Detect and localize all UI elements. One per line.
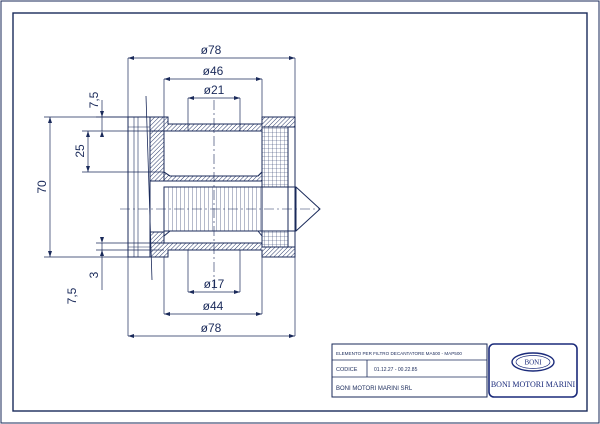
dimension-d46: ø46 xyxy=(203,64,224,78)
code-label: CODICE xyxy=(336,367,358,373)
company-logo: BONI BONI MOTORI MARINI xyxy=(488,343,578,398)
housing-left-wall-top xyxy=(149,130,165,182)
logo-emblem-icon xyxy=(511,352,555,372)
dimension-70: 70 xyxy=(35,180,49,194)
filter-mesh-top xyxy=(261,126,289,188)
title-block: ELEMENTO PER FILTRO DECANTATORE MA500 - … xyxy=(331,343,488,398)
logo-emblem-text: BONI xyxy=(524,359,542,367)
part-drawing xyxy=(120,95,321,290)
housing-left-wall-bottom xyxy=(149,231,165,244)
shaft-cone xyxy=(262,186,321,232)
dimension-d78-top: ø78 xyxy=(201,43,222,57)
ribbed-shaft xyxy=(163,186,263,232)
dimension-7-5-top: 7,5 xyxy=(87,91,101,108)
dimension-arrows xyxy=(48,56,295,338)
dimension-25: 25 xyxy=(73,144,87,158)
dimension-d44: ø44 xyxy=(203,299,224,313)
title-description: ELEMENTO PER FILTRO DECANTATORE MA500 - … xyxy=(336,351,462,356)
company-name: BONI MOTORI MARINI SRL xyxy=(336,386,413,392)
dimension-3: 3 xyxy=(87,271,101,278)
logo-name: BONI MOTORI MARINI xyxy=(491,380,576,389)
dimension-d78-bottom: ø78 xyxy=(201,321,222,335)
code-value: 01.12.27 - 00.22.85 xyxy=(374,367,418,373)
inner-cup xyxy=(163,131,263,177)
sheet-border xyxy=(12,12,588,412)
lower-bore xyxy=(163,230,263,237)
dimension-d17: ø17 xyxy=(204,277,225,291)
filter-mesh-bottom xyxy=(261,230,289,248)
flange-plate xyxy=(127,116,151,258)
dimension-lines xyxy=(44,57,296,337)
dimension-7-5-bottom: 7,5 xyxy=(65,287,79,304)
dimension-d21: ø21 xyxy=(204,83,225,97)
